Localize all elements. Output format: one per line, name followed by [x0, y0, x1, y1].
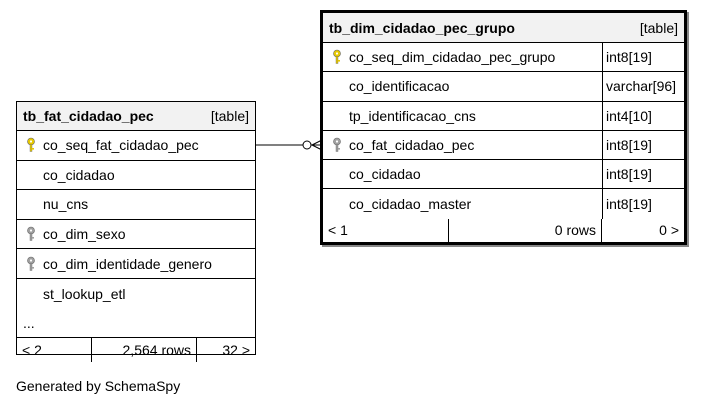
table-header[interactable]: tb_fat_cidadao_pec [table]: [17, 102, 255, 131]
footer-column-count[interactable]: 0 >: [659, 222, 679, 239]
column-cell: co_dim_identidade_genero: [17, 249, 255, 278]
relationship-optional-circle: [302, 140, 312, 150]
footer-prev-count[interactable]: < 2: [17, 337, 92, 362]
table-header[interactable]: tb_dim_cidadao_pec_grupo [table]: [323, 13, 684, 43]
more-columns-row: ...: [17, 309, 255, 338]
column-cell: co_cidadao_master: [323, 189, 602, 218]
column-name[interactable]: co_cidadao_master: [349, 196, 472, 213]
footer-row-count: 2,564 rows: [92, 337, 197, 362]
column-name[interactable]: nu_cns: [43, 196, 89, 213]
generated-by-label: Generated by SchemaSpy: [16, 378, 181, 394]
column-cell: co_fat_cidadao_pec: [323, 131, 602, 159]
column-type: int4[10]: [602, 101, 684, 130]
footer-column-count[interactable]: 32 >: [222, 341, 250, 358]
column-name[interactable]: co_seq_fat_cidadao_pec: [43, 137, 199, 154]
column-cell: nu_cns: [17, 190, 255, 219]
column-cell: tp_identificacao_cns: [323, 102, 602, 130]
table-tb-dim-cidadao-pec-grupo[interactable]: tb_dim_cidadao_pec_grupo [table] co_seq_…: [320, 10, 687, 245]
column-type: int8[19]: [602, 130, 684, 160]
column-row[interactable]: nu_cns: [17, 190, 255, 220]
column-row[interactable]: co_cidadao_master int8[19]: [323, 189, 684, 219]
column-row[interactable]: co_identificacao varchar[96]: [323, 72, 684, 102]
column-cell: co_seq_dim_cidadao_pec_grupo: [323, 43, 602, 71]
column-cell: co_identificacao: [323, 72, 602, 100]
column-row[interactable]: co_fat_cidadao_pec int8[19]: [323, 130, 684, 161]
column-row[interactable]: st_lookup_etl: [17, 279, 255, 309]
column-name[interactable]: co_identificacao: [349, 78, 450, 95]
column-cell: co_dim_sexo: [17, 220, 255, 249]
column-row[interactable]: co_cidadao: [17, 161, 255, 191]
column-name[interactable]: tp_identificacao_cns: [349, 107, 476, 124]
table-kind: [table]: [639, 19, 678, 36]
column-row[interactable]: co_dim_identidade_genero: [17, 249, 255, 279]
column-type: int8[19]: [602, 43, 684, 72]
primary-key-icon: [329, 49, 345, 65]
column-cell: co_cidadao: [323, 160, 602, 188]
foreign-key-icon: [23, 226, 39, 242]
table-kind: [table]: [210, 108, 249, 124]
table-tb-fat-cidadao-pec[interactable]: tb_fat_cidadao_pec [table] co_seq_fat_ci…: [16, 101, 256, 362]
column-row[interactable]: co_cidadao int8[19]: [323, 160, 684, 190]
table-name[interactable]: tb_dim_cidadao_pec_grupo: [329, 19, 515, 36]
primary-key-icon: [23, 137, 39, 153]
table-name[interactable]: tb_fat_cidadao_pec: [23, 108, 154, 124]
footer-row-count: 0 rows: [449, 218, 602, 242]
column-name[interactable]: co_seq_dim_cidadao_pec_grupo: [349, 49, 556, 66]
column-type: int8[19]: [602, 160, 684, 189]
column-name[interactable]: st_lookup_etl: [43, 285, 126, 302]
column-row[interactable]: tp_identificacao_cns int4[10]: [323, 101, 684, 131]
column-name[interactable]: co_cidadao: [43, 166, 115, 183]
column-type: varchar[96]: [602, 72, 684, 101]
column-cell: co_seq_fat_cidadao_pec: [17, 131, 255, 160]
column-cell: co_cidadao: [17, 161, 255, 190]
column-row[interactable]: co_dim_sexo: [17, 220, 255, 250]
table-footer: < 2 2,564 rows 32 >: [17, 337, 255, 362]
column-type: int8[19]: [602, 189, 684, 219]
column-name[interactable]: co_dim_identidade_genero: [43, 255, 212, 272]
footer-prev-count[interactable]: < 1: [323, 218, 449, 242]
more-columns: ...: [23, 314, 35, 331]
column-name[interactable]: co_cidadao: [349, 166, 421, 183]
column-row[interactable]: co_seq_dim_cidadao_pec_grupo int8[19]: [323, 43, 684, 73]
column-name[interactable]: co_fat_cidadao_pec: [349, 137, 475, 154]
table-footer: < 1 0 rows 0 >: [323, 218, 684, 242]
foreign-key-icon: [23, 256, 39, 272]
column-name[interactable]: co_dim_sexo: [43, 226, 126, 243]
foreign-key-icon: [329, 137, 345, 153]
column-row[interactable]: co_seq_fat_cidadao_pec: [17, 131, 255, 161]
column-cell: st_lookup_etl: [17, 279, 255, 309]
